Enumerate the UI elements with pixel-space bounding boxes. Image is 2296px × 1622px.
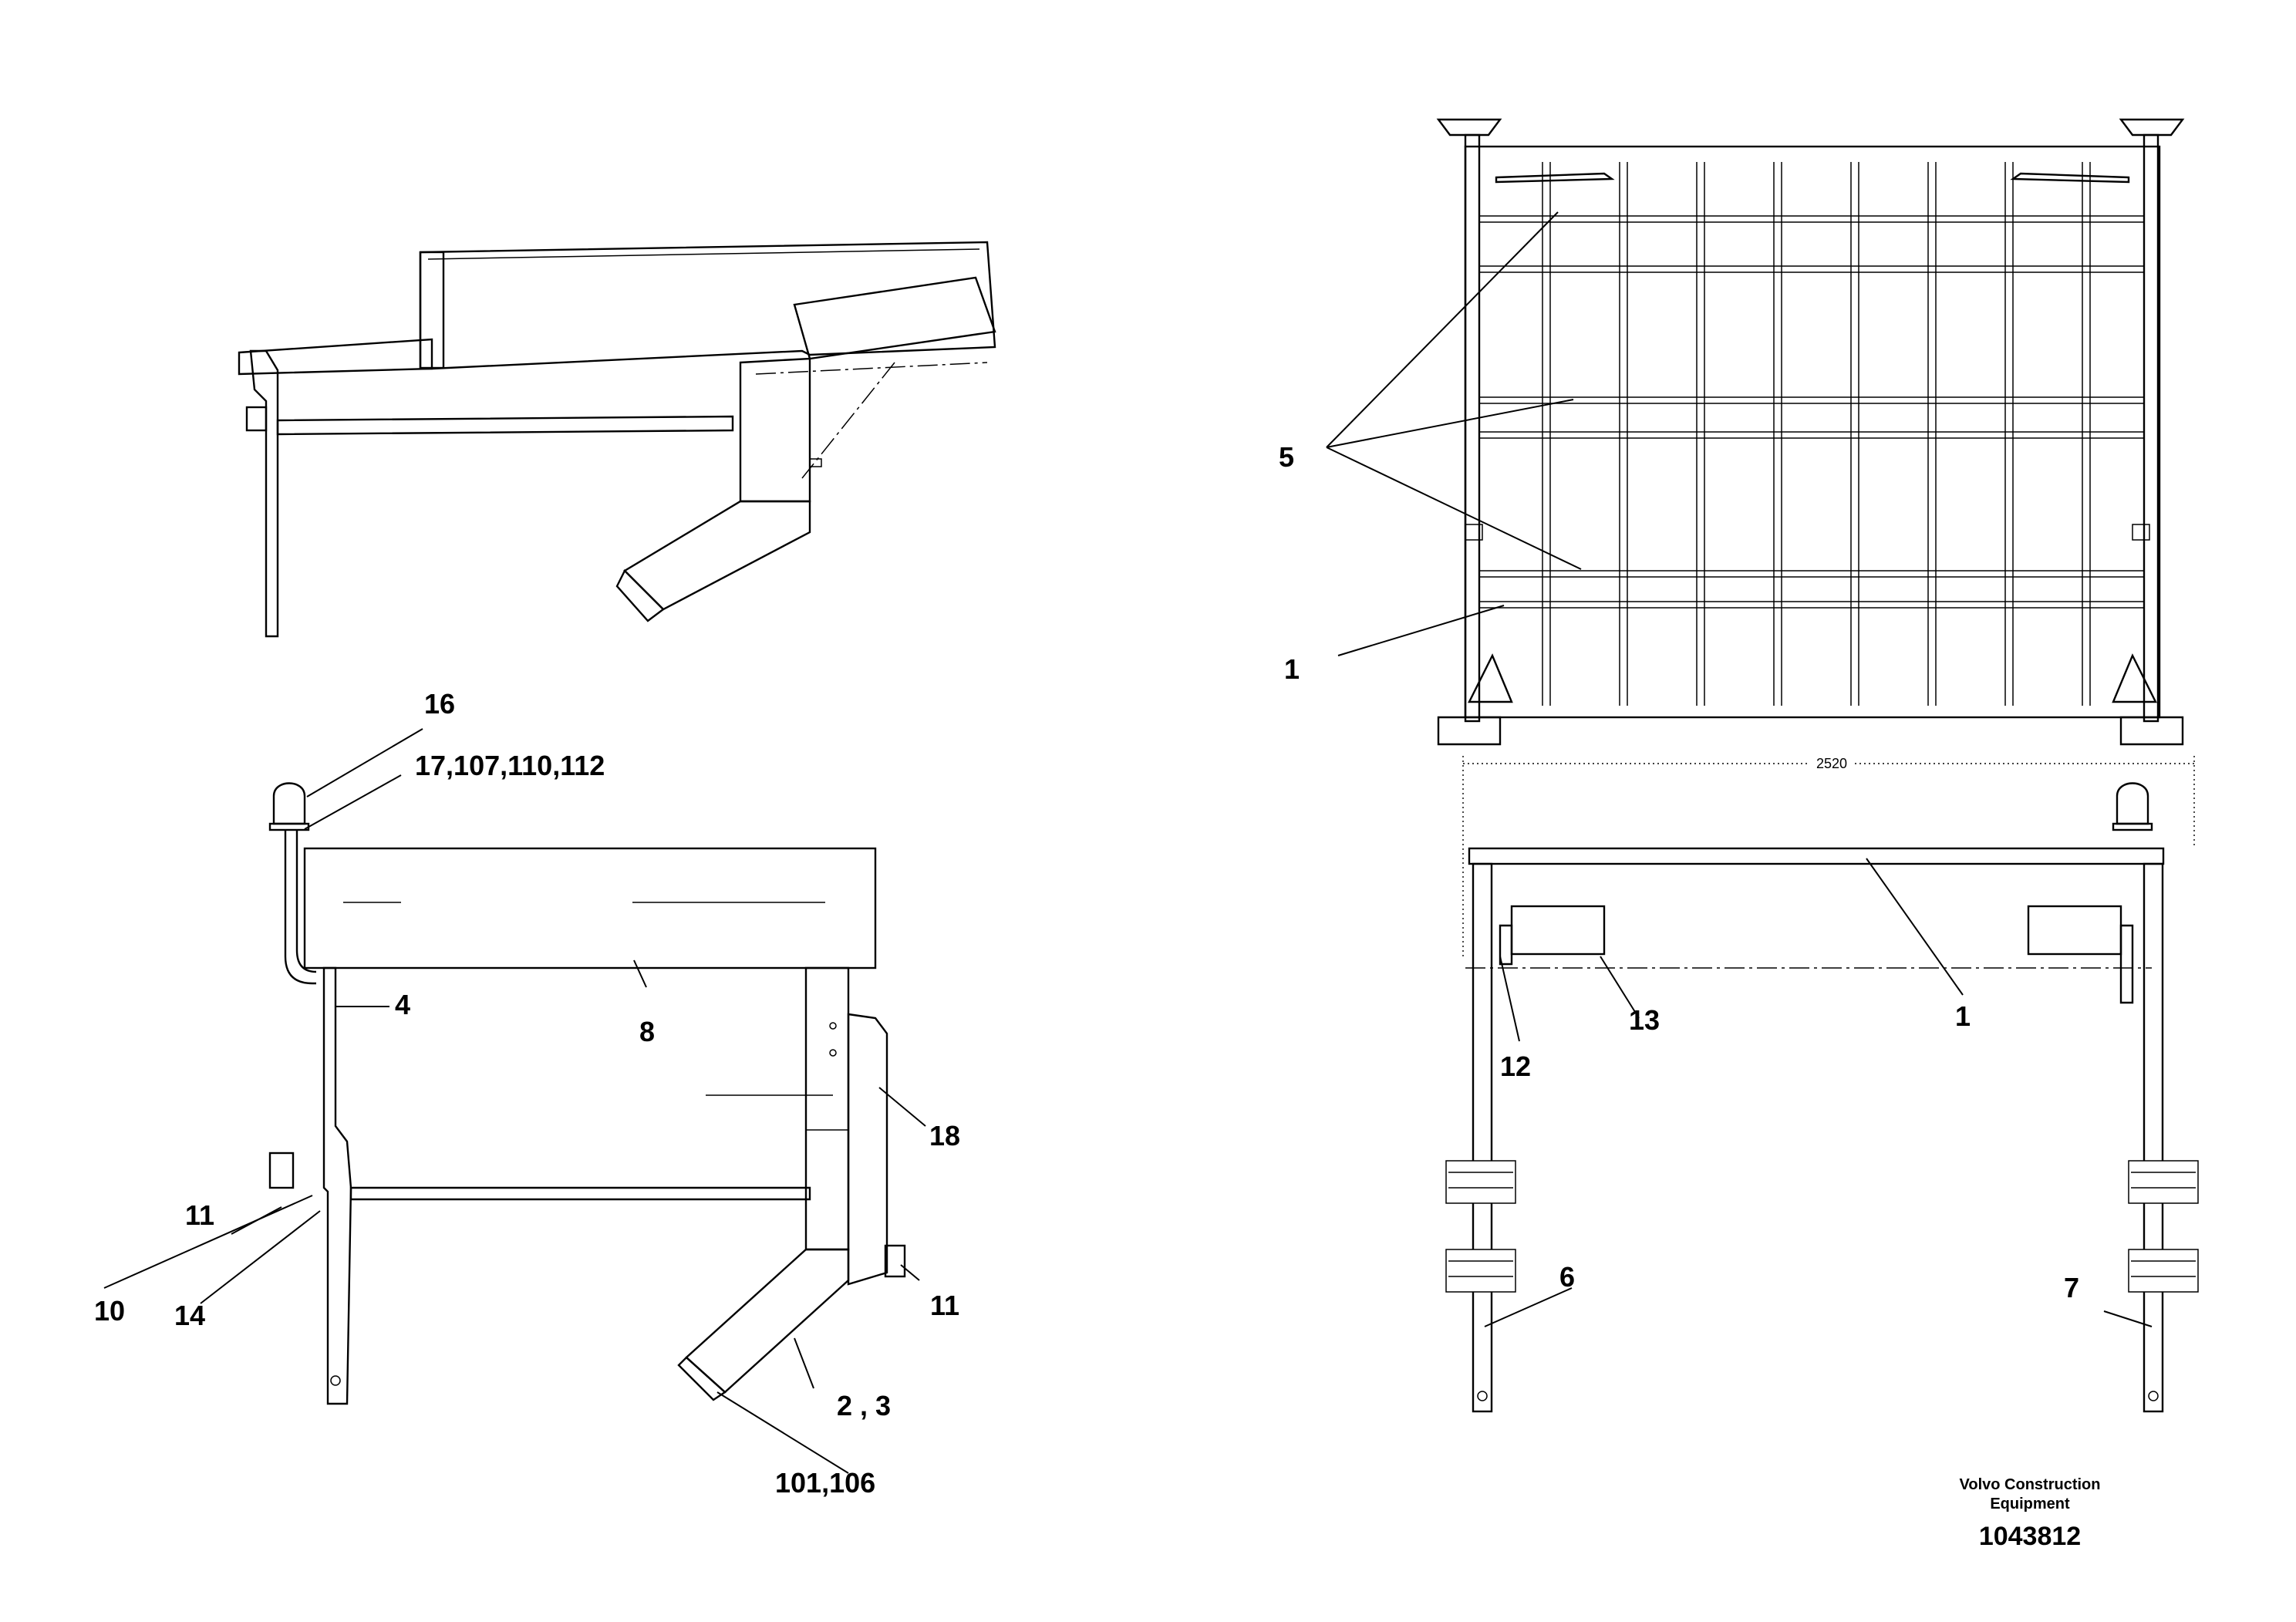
footer: Volvo Construction Equipment 1043812 — [1960, 1476, 2101, 1551]
company-line-2: Equipment — [1990, 1496, 2070, 1512]
callout-1-top: 1 — [1284, 653, 1300, 685]
callout-7: 7 — [2064, 1272, 2079, 1303]
callout-13: 13 — [1629, 1004, 1660, 1036]
leader-lines — [103, 211, 2153, 1474]
dimension-value: 2520 — [1816, 756, 1847, 771]
callout-11-left: 11 — [185, 1199, 214, 1231]
callout-12: 12 — [1500, 1050, 1531, 1082]
top-view — [1436, 118, 2185, 746]
callout-4: 4 — [395, 989, 410, 1020]
dimension-line: 2520 — [1462, 756, 2195, 956]
callout-labels: 16 17,107,110,112 4 8 18 11 10 14 11 2 ,… — [94, 441, 2079, 1499]
callout-6: 6 — [1559, 1261, 1575, 1293]
callout-17-107-110-112: 17,107,110,112 — [415, 750, 605, 781]
callout-11-right: 11 — [930, 1290, 959, 1321]
callout-2-3: 2 , 3 — [837, 1390, 891, 1421]
callout-101-106: 101,106 — [775, 1467, 875, 1499]
side-view-top — [238, 241, 996, 638]
callout-18: 18 — [929, 1120, 960, 1152]
company-line-1: Volvo Construction — [1960, 1476, 2101, 1493]
callout-16: 16 — [424, 688, 455, 720]
callout-14: 14 — [174, 1300, 205, 1331]
callout-10: 10 — [94, 1295, 125, 1327]
callout-8: 8 — [639, 1016, 655, 1047]
document-number: 1043812 — [1979, 1522, 2081, 1551]
callout-5: 5 — [1279, 441, 1294, 473]
front-view — [268, 782, 906, 1405]
callout-1-bottom: 1 — [1955, 1000, 1971, 1032]
rear-view — [1445, 782, 2199, 1413]
